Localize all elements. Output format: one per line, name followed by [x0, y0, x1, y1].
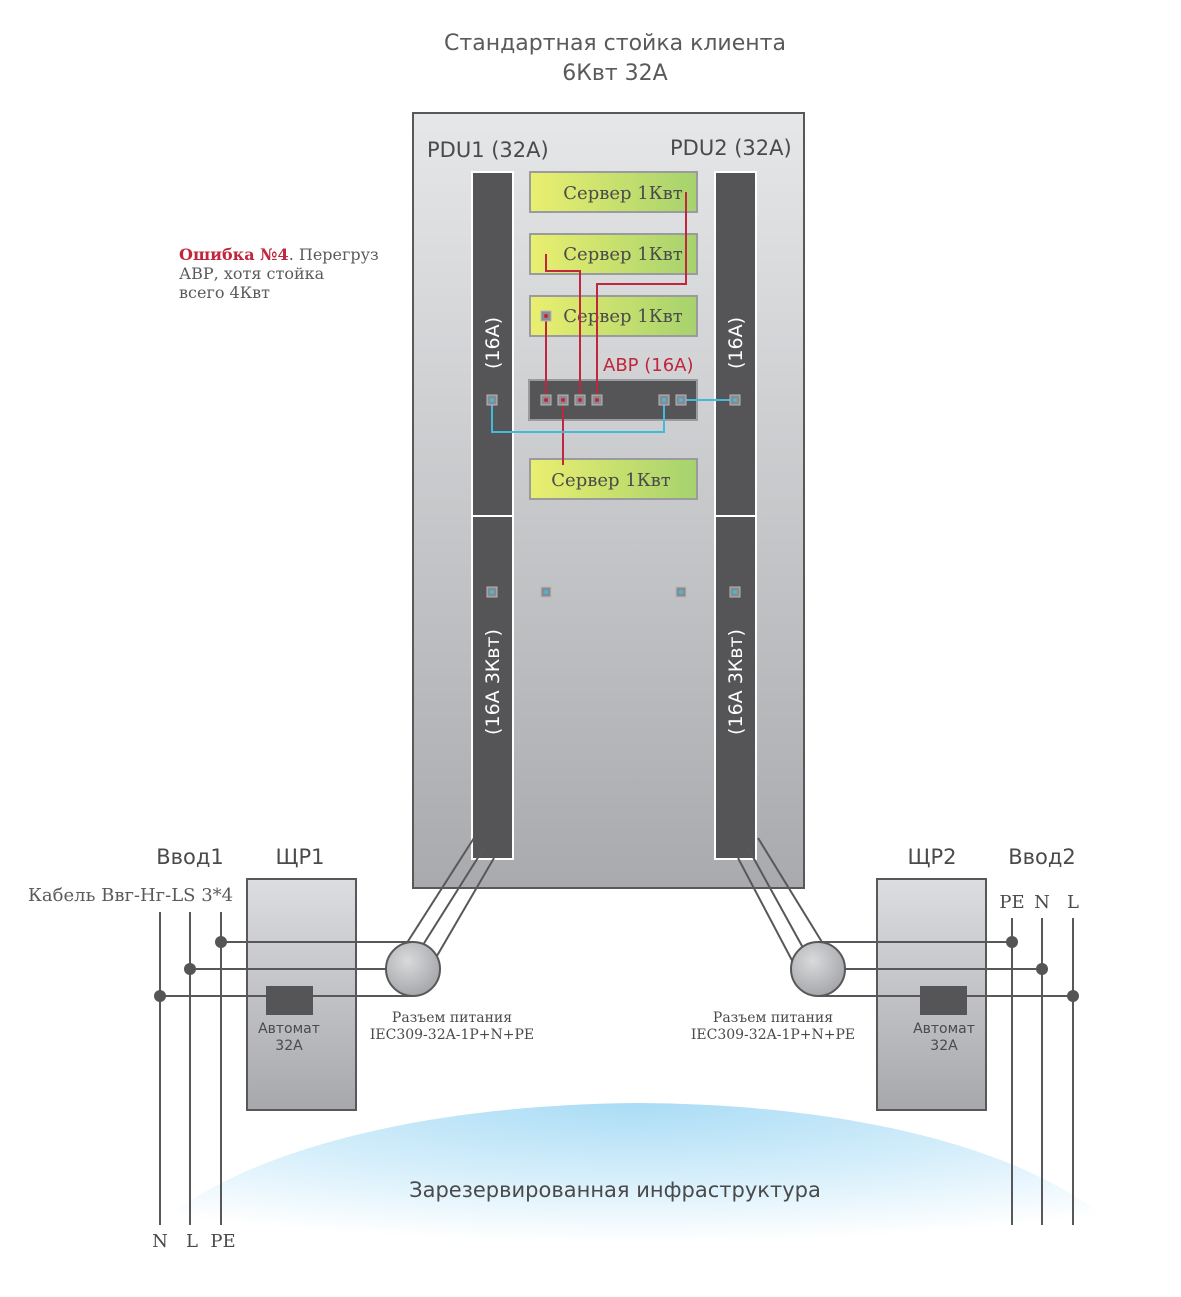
pdu2-label: PDU2 (32A) [670, 136, 792, 160]
red-wires [545, 192, 687, 465]
infrastructure-cloud [110, 1103, 1160, 1290]
panel2-label: ЩР2 [908, 845, 957, 869]
connector1-line1: Разъем питания [392, 1010, 512, 1026]
left-bottom-n: N [152, 1231, 168, 1252]
breaker2 [920, 986, 967, 1015]
pdu1-top-label: (16A) [482, 317, 504, 369]
server-2-label: Сервер 1Квт [563, 244, 682, 265]
input2-label: Ввод2 [1008, 845, 1076, 869]
server-1: Сервер 1Квт [529, 171, 698, 213]
connector1 [385, 941, 441, 997]
error-note-line1: Ошибка №4. Перегруз [179, 245, 379, 264]
server-1-label: Сервер 1Квт [563, 183, 682, 204]
left-bottom-l: L [186, 1231, 198, 1252]
infrastructure-label: Зарезервированная инфраструктура [409, 1178, 821, 1202]
socket-dots [490, 314, 737, 594]
right-top-l: L [1067, 892, 1079, 913]
server-4-label: Сервер 1Квт [551, 470, 670, 491]
pdu2-top-label: (16A) [725, 317, 747, 369]
error-note-bold: Ошибка №4 [179, 245, 289, 264]
pdu2-bottom-label: (16А 3Квт) [725, 629, 747, 735]
left-vertical-wires [159, 912, 222, 1225]
breaker2-line2: 32А [930, 1038, 958, 1054]
server-4: Сервер 1Квт [529, 458, 698, 500]
error-note-rest: . Перегруз [289, 245, 379, 264]
breaker1-line2: 32А [275, 1038, 303, 1054]
server-3: Сервер 1Квт [529, 295, 698, 337]
diagram-title-line1: Стандартная стойка клиента [444, 31, 786, 56]
pdu1-bottom-label: (16А 3Квт) [482, 629, 504, 735]
pdu2-strip [714, 171, 757, 860]
connector2-line2: IEC309-32A-1P+N+PE [691, 1027, 855, 1043]
diagram-title-line2: 6Квт 32А [562, 61, 667, 86]
error-note-line3: всего 4Квт [179, 283, 270, 302]
breaker1 [266, 986, 313, 1015]
blue-wires [491, 399, 735, 433]
right-junctions [1006, 936, 1079, 1002]
breaker2-line1: Автомат [913, 1021, 975, 1037]
pdu1-label: PDU1 (32A) [427, 138, 549, 162]
connector2-line1: Разъем питания [713, 1010, 833, 1026]
left-junctions [154, 936, 227, 1002]
connector2 [790, 941, 846, 997]
panel1-label: ЩР1 [276, 845, 325, 869]
server-3-label: Сервер 1Квт [563, 306, 682, 327]
server-2: Сервер 1Квт [529, 233, 698, 275]
left-bottom-pe: PE [210, 1231, 235, 1252]
connector1-line2: IEC309-32A-1P+N+PE [370, 1027, 534, 1043]
error-note-line2: АВР, хотя стойка [179, 264, 325, 283]
pdu1-strip [471, 171, 514, 860]
breaker1-line1: Автомат [258, 1021, 320, 1037]
avr-unit [528, 379, 698, 421]
right-top-pe: PE [999, 892, 1024, 913]
cable-label: Кабель Ввг-Нг-LS 3*4 [28, 885, 233, 906]
right-top-n: N [1034, 892, 1050, 913]
avr-label: АВР (16А) [603, 355, 694, 376]
input1-label: Ввод1 [156, 845, 224, 869]
